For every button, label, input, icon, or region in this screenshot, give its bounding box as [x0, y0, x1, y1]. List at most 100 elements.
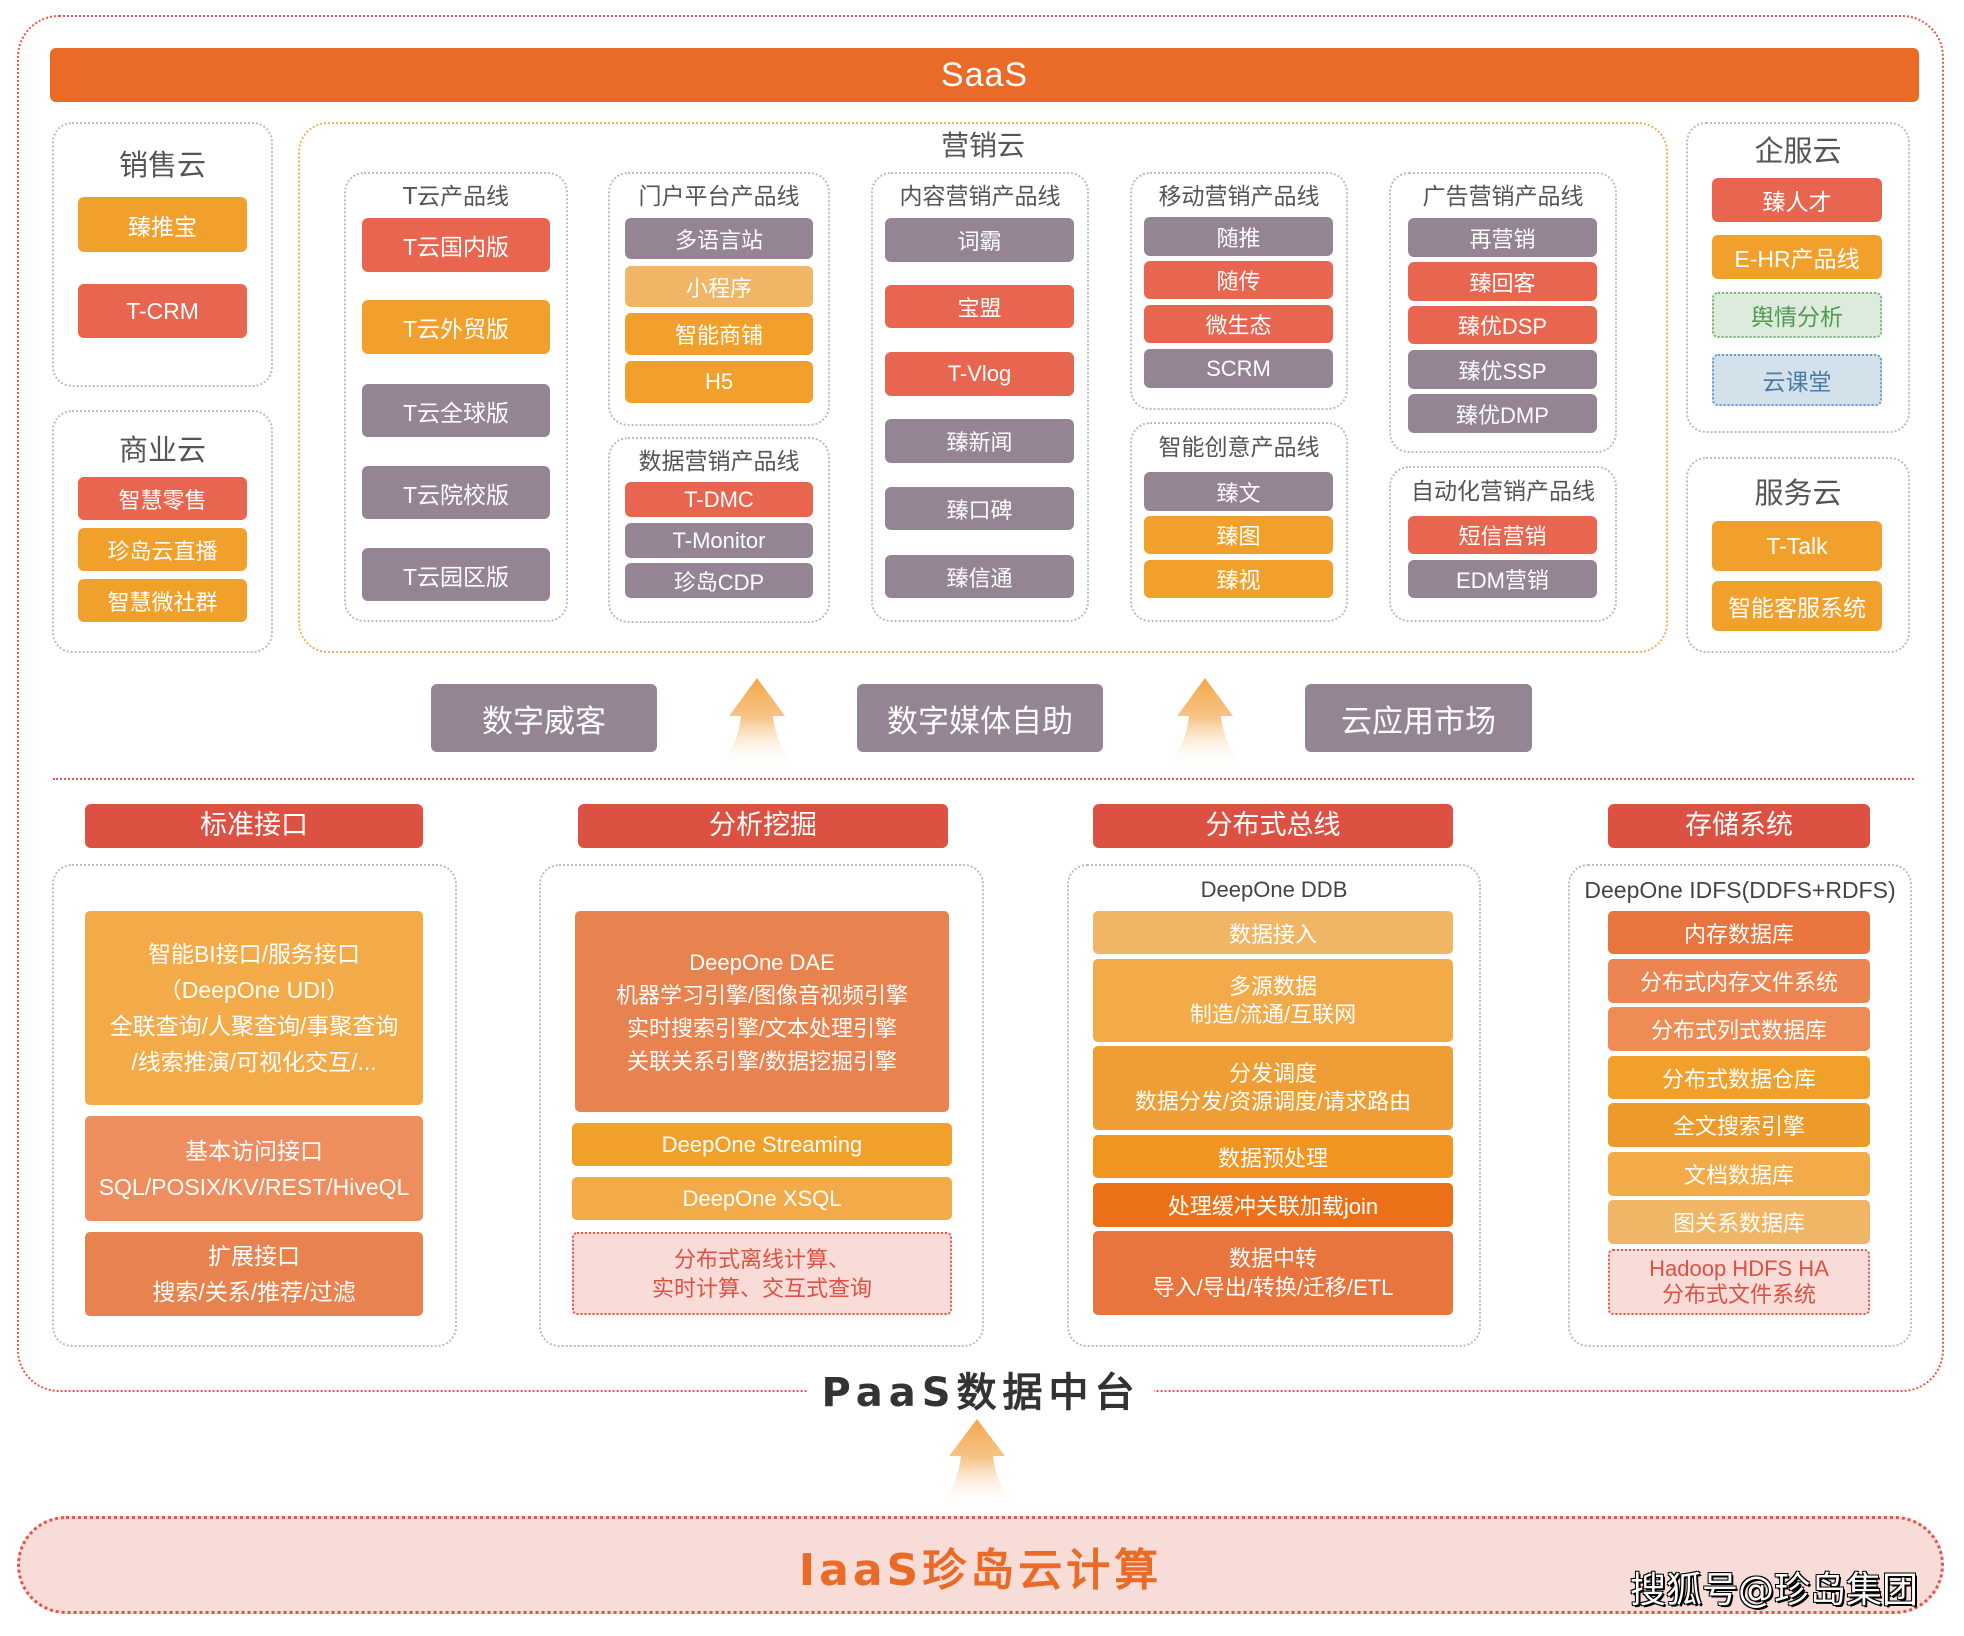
product-line-title: 门户平台产品线: [638, 184, 800, 210]
block-line: 文档数据库: [1683, 1163, 1794, 1188]
block-line: SQL/POSIX/KV/REST/HiveQL: [98, 1173, 410, 1200]
product-box: 臻视: [1144, 560, 1333, 598]
product-box: T-Vlog: [885, 352, 1074, 396]
product-box: 云课堂: [1712, 354, 1882, 406]
storage-block: 内存数据库: [1608, 911, 1870, 954]
product-box: T-Monitor: [625, 523, 813, 558]
product-line-title: 内容营销产品线: [899, 184, 1061, 210]
block-line: （DeepOne UDI）: [158, 977, 350, 1003]
product-box: 臻口碑: [885, 487, 1074, 530]
product-line-box: [1130, 172, 1348, 410]
product-box: T云外贸版: [362, 300, 550, 354]
up-arrow-icon: [717, 678, 797, 768]
product-line-title: T云产品线: [402, 184, 510, 210]
column-header: 分布式总线: [1093, 804, 1453, 848]
block-line: 分布式数据仓库: [1661, 1066, 1816, 1092]
product-box: 智能客服系统: [1712, 581, 1882, 631]
product-box: T云国内版: [362, 218, 550, 272]
block-line: 分布式内存文件系统: [1639, 970, 1838, 995]
product-box: 臻优DMP: [1408, 394, 1597, 433]
platform-digital-witkey: 数字威客: [431, 684, 657, 752]
block-line: 全文搜索引擎: [1672, 1114, 1805, 1139]
block-line: 关联关系引擎/数据挖掘引擎: [626, 1048, 898, 1074]
platform-digital-media-self-service: 数字媒体自助: [857, 684, 1103, 752]
product-box: 臻图: [1144, 516, 1333, 554]
storage-block: 全文搜索引擎: [1608, 1103, 1870, 1147]
paas-title: PaaS数据中台: [808, 1368, 1154, 1418]
column-label: DeepOne IDFS(DDFS+RDFS): [1584, 877, 1896, 903]
product-line-title: 广告营销产品线: [1422, 184, 1584, 210]
block-line: /线索推演/可视化交互/...: [131, 1049, 377, 1075]
product-box: 小程序: [625, 266, 813, 307]
product-box: 臻新闻: [885, 419, 1074, 463]
block-line: DeepOne Streaming: [661, 1131, 863, 1157]
product-box: T云院校版: [362, 466, 550, 519]
product-line-box: [608, 437, 830, 623]
product-box: T-CRM: [78, 284, 247, 338]
block-line: 分布式离线计算、: [673, 1246, 850, 1272]
block-line: Hadoop HDFS HA: [1649, 1256, 1829, 1281]
block-line: 实时计算、交互式查询: [651, 1275, 872, 1301]
storage-block: 文档数据库: [1608, 1152, 1870, 1196]
block-line: 导入/导出/转换/迁移/ETL: [1152, 1275, 1394, 1300]
iaas-bar: [17, 1516, 1944, 1614]
iaas-title: IaaS珍岛云计算: [798, 1545, 1163, 1596]
column-header: 标准接口: [85, 804, 423, 848]
product-box: 宝盟: [885, 285, 1074, 328]
block-line: 处理缓冲关联加载join: [1167, 1194, 1379, 1219]
product-box: EDM营销: [1408, 560, 1597, 598]
bus-block: 数据中转 导入/导出/转换/迁移/ETL: [1093, 1231, 1453, 1315]
block-line: 数据预处理: [1217, 1145, 1328, 1171]
product-box: T-DMC: [625, 482, 813, 517]
marketing-cloud-title: 营销云: [940, 129, 1025, 162]
column-header: 存储系统: [1608, 804, 1870, 848]
product-box: E-HR产品线: [1712, 235, 1882, 279]
product-box: 智能商铺: [625, 313, 813, 355]
up-arrow-icon: [1165, 678, 1245, 768]
block-line: 分布式列式数据库: [1650, 1018, 1827, 1043]
product-box: 智慧零售: [78, 477, 247, 520]
product-box: 臻信通: [885, 555, 1074, 598]
column-box: [1067, 864, 1481, 1347]
block-line: 扩展接口: [208, 1243, 300, 1269]
block-line: 内存数据库: [1683, 921, 1794, 947]
enterprise-cloud-box: [1686, 122, 1910, 433]
product-box: 微生态: [1144, 305, 1333, 343]
block-line: 图关系数据库: [1672, 1211, 1805, 1236]
interface-block: 扩展接口 搜索/关系/推荐/过滤: [85, 1232, 423, 1316]
business-cloud-box: [52, 410, 273, 653]
product-box: 词霸: [885, 218, 1074, 262]
storage-block: 分布式数据仓库: [1608, 1056, 1870, 1099]
sales-cloud-box: [52, 122, 273, 387]
storage-block: 图关系数据库: [1608, 1200, 1870, 1244]
product-box: SCRM: [1144, 349, 1333, 388]
block-line: DeepOne DAE: [689, 949, 835, 975]
column-box: [1568, 864, 1912, 1347]
product-box: T-Talk: [1712, 521, 1882, 571]
bus-block: 多源数据 制造/流通/互联网: [1093, 959, 1453, 1042]
sales-cloud-title: 销售云: [118, 148, 206, 182]
product-line-title: 移动营销产品线: [1158, 184, 1320, 210]
block-line: DeepOne XSQL: [682, 1185, 842, 1211]
block-line: 实时搜索引擎/文本处理引擎: [626, 1015, 898, 1041]
product-box: T云园区版: [362, 548, 550, 601]
product-box: 臻人才: [1712, 178, 1882, 222]
block-line: 全联查询/人聚查询/事聚查询: [109, 1013, 399, 1039]
product-box: 随推: [1144, 217, 1333, 256]
section-divider: [53, 778, 1914, 780]
engine-block: DeepOne Streaming: [572, 1123, 952, 1166]
block-line: 数据接入: [1228, 921, 1317, 947]
up-arrow-icon: [937, 1419, 1017, 1507]
bus-block: 数据预处理: [1093, 1135, 1453, 1178]
column-label: DeepOne DDB: [1200, 877, 1348, 902]
product-box: 多语言站: [625, 218, 813, 259]
saas-bar: SaaS: [50, 48, 1919, 102]
product-box: 臻回客: [1408, 262, 1597, 301]
block-line: 多源数据: [1228, 973, 1317, 999]
block-line: 搜索/关系/推荐/过滤: [152, 1279, 356, 1305]
product-line-box: [1130, 422, 1348, 622]
product-line-box: [871, 172, 1089, 622]
product-line-box: [344, 172, 568, 622]
product-box: T云全球版: [362, 384, 550, 437]
